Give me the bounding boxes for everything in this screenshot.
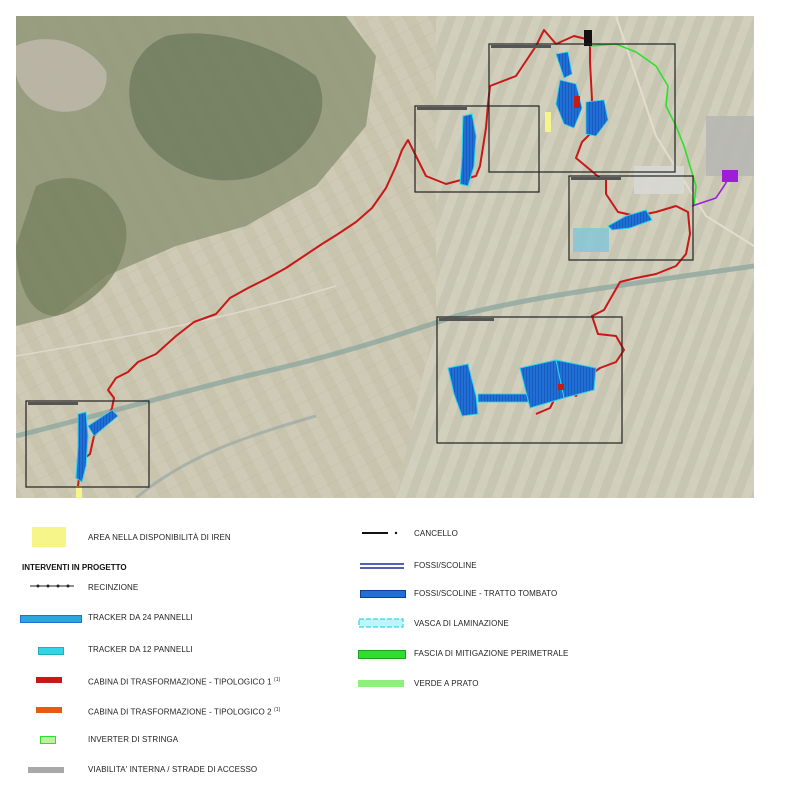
detail-frame-east[interactable] bbox=[568, 175, 694, 261]
tracker-array-south bbox=[447, 359, 597, 417]
legend-label-fossi: FOSSI/SCOLINE bbox=[414, 561, 477, 570]
fossi-tombato-symbol bbox=[360, 590, 406, 598]
inverter-symbol bbox=[40, 736, 56, 744]
fence-symbol bbox=[30, 584, 74, 588]
tracker-array-north bbox=[555, 51, 609, 137]
cabina2-note: (1) bbox=[273, 707, 281, 713]
gate-marker bbox=[584, 30, 592, 46]
project-boundary-line bbox=[77, 29, 691, 487]
legend-label-cancello: CANCELLO bbox=[414, 529, 458, 538]
purple-substation bbox=[722, 170, 738, 182]
map-legend: AREA NELLA DISPONIBILITÀ DI IREN INTERVE… bbox=[0, 505, 785, 785]
legend-label-recinzione: RECINZIONE bbox=[88, 583, 139, 592]
legend-label-area-iren: AREA NELLA DISPONIBILITÀ DI IREN bbox=[88, 533, 231, 542]
detail-frame-north[interactable] bbox=[488, 43, 676, 173]
legend-label-viabilita: VIABILITA' INTERNA / STRADE DI ACCESSO bbox=[88, 765, 258, 774]
legend-label-vasca: VASCA DI LAMINAZIONE bbox=[414, 619, 509, 628]
legend-label-tracker12: TRACKER DA 12 PANNELLI bbox=[88, 645, 193, 654]
legend-label-inverter: INVERTER DI STRINGA bbox=[88, 735, 179, 744]
tracker-array-east bbox=[573, 209, 653, 252]
vasca-symbol bbox=[358, 618, 404, 628]
iren-area bbox=[76, 486, 82, 498]
fossi-symbol bbox=[360, 563, 404, 569]
tracker12-symbol bbox=[38, 647, 64, 655]
legend-label-fascia: FASCIA DI MITIGAZIONE PERIMETRALE bbox=[414, 649, 569, 658]
tracker-array-center-west bbox=[459, 113, 477, 187]
iren-area-swatch bbox=[32, 527, 66, 547]
laminazione-basin bbox=[573, 228, 609, 252]
viabilita-symbol bbox=[28, 767, 64, 773]
aerial-map[interactable] bbox=[16, 16, 754, 498]
detail-frame-center-west[interactable] bbox=[414, 105, 540, 193]
gate-symbol bbox=[362, 531, 398, 535]
tracker24-symbol bbox=[20, 615, 82, 623]
cabina1-symbol bbox=[36, 677, 62, 683]
legend-label-cabina1: CABINA DI TRASFORMAZIONE - TIPOLOGICO 1 … bbox=[88, 677, 281, 687]
cabina1-note: (1) bbox=[273, 677, 281, 683]
detail-frame-southwest[interactable] bbox=[25, 400, 150, 488]
legend-label-verde: VERDE A PRATO bbox=[414, 679, 479, 688]
green-connection-line bbox=[589, 43, 697, 207]
cabina2-symbol bbox=[36, 707, 62, 713]
river bbox=[16, 263, 754, 439]
tracker-array-southwest bbox=[75, 409, 119, 483]
legend-label-cabina2: CABINA DI TRASFORMAZIONE - TIPOLOGICO 2 … bbox=[88, 707, 281, 717]
legend-label-tracker24: TRACKER DA 24 PANNELLI bbox=[88, 613, 193, 622]
legend-header: INTERVENTI IN PROGETTO bbox=[22, 563, 127, 572]
fascia-symbol bbox=[358, 650, 406, 659]
detail-frame-south[interactable] bbox=[436, 316, 623, 444]
verde-symbol bbox=[358, 680, 404, 687]
iren-area bbox=[545, 112, 551, 132]
legend-label-fossi-tombato: FOSSI/SCOLINE - TRATTO TOMBATO bbox=[414, 589, 558, 598]
town-area bbox=[16, 39, 107, 112]
